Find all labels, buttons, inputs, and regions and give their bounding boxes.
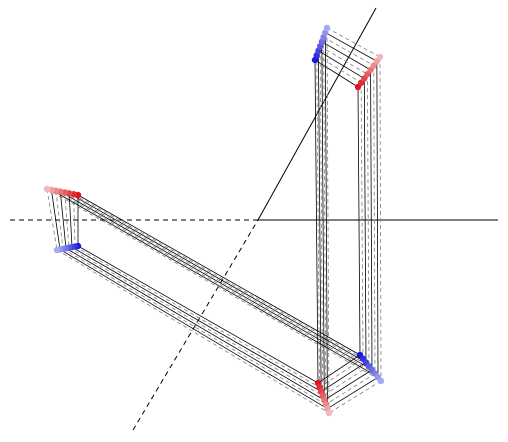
vertical-frame-right-edge <box>379 56 382 382</box>
vertical-frame-top-edge <box>323 36 374 66</box>
slanted-frame-corner-dot <box>43 185 51 193</box>
slanted-frame-left-edge <box>46 188 58 251</box>
vertical-frame-right-edge <box>360 82 364 359</box>
vertical-frame-bottom-edge <box>327 376 379 410</box>
vertical-frame-bottom-edge <box>319 358 364 388</box>
slanted-frame-left-edge <box>68 193 73 248</box>
vertical-frame-bottom-edge <box>320 362 367 392</box>
vertical-frame-top-edge <box>319 45 368 75</box>
vertical-frame-left-edge <box>324 32 328 409</box>
slanted-frame-left-edge <box>64 192 70 248</box>
dots-layer <box>43 24 385 417</box>
slanted-frame-left-edge <box>51 189 61 250</box>
slanted-frame-top-edge <box>77 194 361 356</box>
vertical-frame-right-edge <box>373 65 376 374</box>
slanted-frame-bottom-edge <box>59 249 328 410</box>
slanted-frame-top-edge <box>68 192 366 363</box>
slanted-frame-bottom-edge <box>62 248 327 405</box>
vertical-frame-bottom-edge <box>317 354 361 384</box>
vertical-frame-right-edge <box>357 86 361 356</box>
vertical-frame-top-edge <box>314 59 359 88</box>
vertical-frame-top-edge <box>316 55 362 84</box>
slanted-frame-left-edge <box>55 190 64 249</box>
vertical-frame-top-edge <box>321 41 371 71</box>
slanted-frame-top-edge <box>55 190 375 374</box>
vertical-frame-corner-dot <box>323 24 331 32</box>
slanted-frame-bottom-edge <box>77 245 319 384</box>
vertical-frame-right-edge <box>376 61 379 378</box>
slanted-frame-bottom-edge <box>65 247 325 401</box>
vertical-frame-corner-dot <box>376 53 384 61</box>
vertical-frame-corner-dot <box>325 409 333 417</box>
slanted-frame-bottom-edge <box>68 247 323 397</box>
slanted-frame-bottom-edge <box>56 249 330 414</box>
frames-layer <box>46 27 382 414</box>
slanted-frame-bottom-edge <box>74 246 320 388</box>
vertical-frame-top-edge <box>318 50 365 79</box>
slanted-frame-top-edge <box>60 191 372 370</box>
vertical-frame-left-edge <box>314 59 319 384</box>
slanted-frame-top-edge <box>46 188 381 381</box>
slanted-frame-corner-dot <box>53 246 61 254</box>
vertical-frame-right-edge <box>363 78 367 363</box>
slanted-frame-top-edge <box>64 192 369 367</box>
vertical-frame-top-edge <box>326 27 381 58</box>
slanted-frame-bottom-edge <box>71 246 322 392</box>
vertical-frame-top-edge <box>325 32 378 62</box>
slanted-frame-top-edge <box>51 189 378 377</box>
vertical-frame-left-edge <box>323 37 327 405</box>
slanted-frame-left-edge <box>59 191 67 249</box>
diagonal-axis-dashed <box>132 219 259 431</box>
vertical-frame-right-edge <box>370 69 373 370</box>
vertical-frame-left-edge <box>316 55 320 388</box>
vertical-frame-corner-dot <box>377 377 385 385</box>
vertical-frame-left-edge <box>318 50 322 392</box>
vertical-frame-bottom-edge <box>324 369 373 401</box>
vertical-frame-bottom-edge <box>325 373 376 405</box>
vertical-frame-bottom-edge <box>322 365 370 397</box>
axes-layer <box>10 7 498 431</box>
vertical-frame-bottom-edge <box>328 380 382 414</box>
vertical-frame-left-edge <box>321 41 325 401</box>
